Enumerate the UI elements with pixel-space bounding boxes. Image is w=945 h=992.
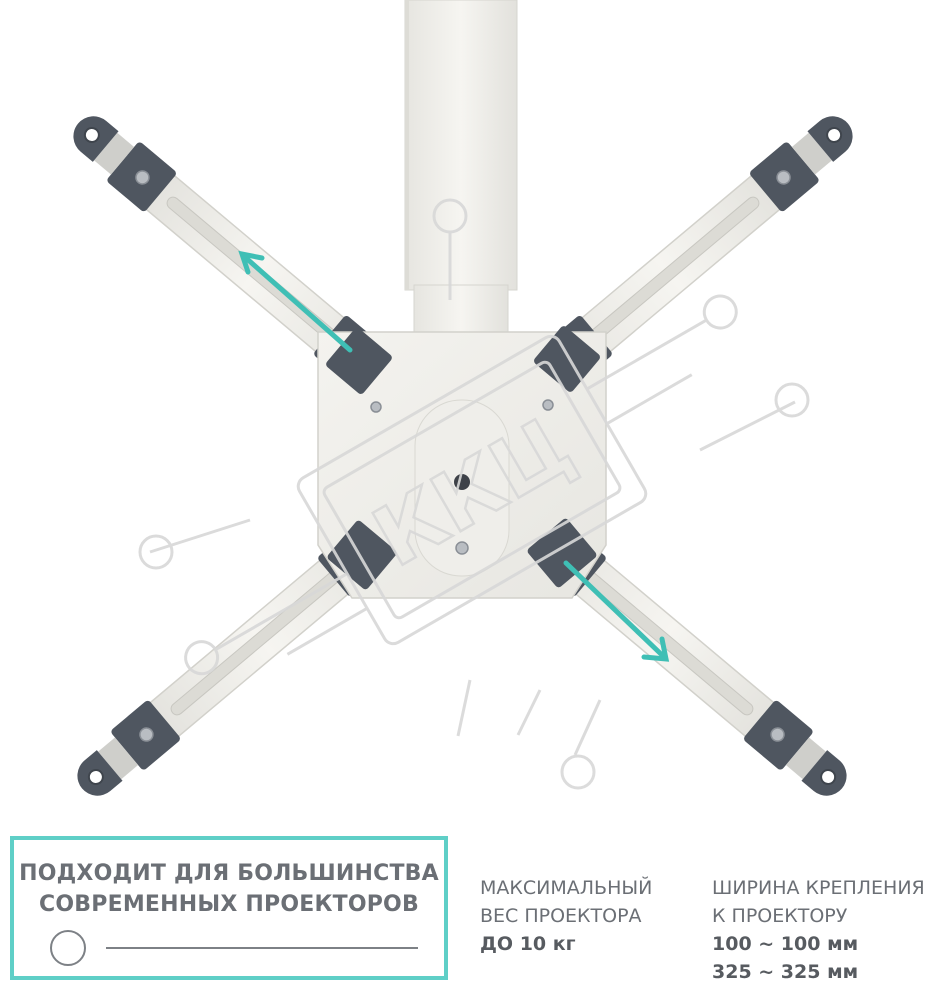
adjust-arrow	[238, 250, 670, 662]
spec-mount-width-value-2: 325 ~ 325 мм	[712, 961, 859, 983]
spec-max-weight: МАКСИМАЛЬНЫЙ ВЕС ПРОЕКТОРА ДО 10 кг	[480, 874, 690, 958]
spec-mount-width-value-1: 100 ~ 100 мм	[712, 933, 859, 955]
ceiling-pole	[404, 0, 518, 341]
compatibility-title: ПОДХОДИТ ДЛЯ БОЛЬШИНСТВА СОВРЕМЕННЫХ ПРО…	[19, 861, 439, 917]
decor-line	[106, 947, 418, 949]
spec-max-weight-value: ДО 10 кг	[480, 933, 576, 955]
projector-mount-photo: ККЦ	[60, 0, 866, 800]
mount-plate	[317, 331, 607, 599]
spec-max-weight-label: МАКСИМАЛЬНЫЙ ВЕС ПРОЕКТОРА	[480, 877, 653, 927]
watermark-logo: ККЦ	[138, 198, 810, 790]
compatibility-box: ПОДХОДИТ ДЛЯ БОЛЬШИНСТВА СОВРЕМЕННЫХ ПРО…	[10, 836, 448, 980]
decor-circle-icon	[50, 930, 86, 966]
spec-mount-width-label: ШИРИНА КРЕПЛЕНИЯ К ПРОЕКТОРУ	[712, 877, 925, 927]
spec-mount-width: ШИРИНА КРЕПЛЕНИЯ К ПРОЕКТОРУ 100 ~ 100 м…	[712, 874, 944, 986]
